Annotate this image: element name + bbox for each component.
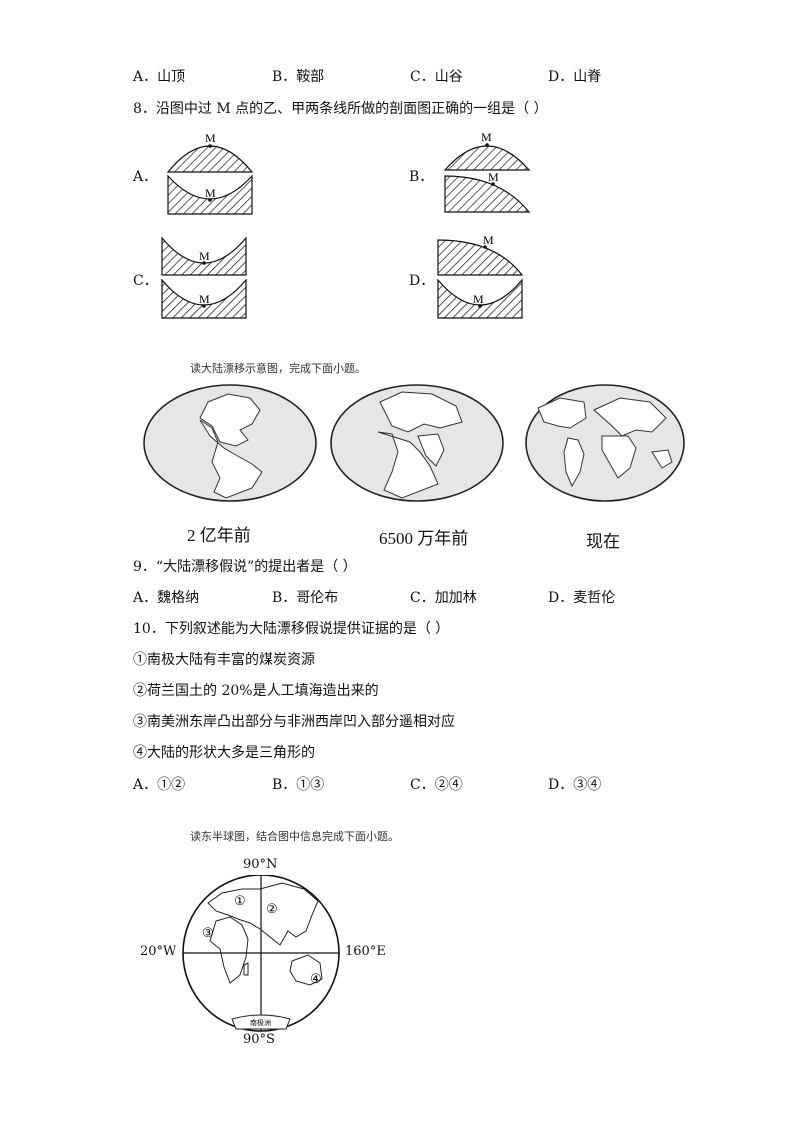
q8-label-c: C． — [133, 273, 158, 289]
hemisphere-caption: 读东半球图，结合图中信息完成下面小题。 — [190, 830, 399, 843]
svg-text:②: ② — [266, 901, 278, 916]
q7-option-c: C．山谷 — [410, 69, 463, 85]
antarctica-label: 南极洲 — [250, 1018, 271, 1027]
eastern-hemisphere-map: ① ② ③ ④ 南极洲 — [182, 875, 340, 1032]
q10-item-4: ④大陆的形状大多是三角形的 — [133, 745, 315, 761]
q10-option-c: C．②④ — [410, 777, 463, 793]
profile-c-top — [161, 236, 247, 276]
profile-c-bottom — [161, 278, 247, 319]
label-90n: 90°N — [243, 857, 278, 872]
svg-text:M: M — [481, 130, 492, 144]
q9-option-d: D．麦哲伦 — [548, 590, 616, 606]
svg-text:①: ① — [234, 893, 246, 908]
q10-item-2: ②荷兰国土的 20%是人工填海造出来的 — [133, 683, 379, 699]
q10-question: 10．下列叙述能为大陆漂移假说提供证据的是（ ） — [133, 621, 450, 637]
q9-question: 9．“大陆漂移假说”的提出者是（ ） — [133, 559, 357, 575]
q10-option-a: A．①② — [133, 777, 186, 793]
svg-text:M: M — [199, 249, 210, 263]
profile-a-bottom — [167, 174, 253, 215]
label-160e: 160°E — [345, 944, 386, 959]
svg-text:M: M — [205, 186, 216, 200]
svg-text:M: M — [488, 170, 499, 184]
profile-a-top — [166, 145, 254, 173]
svg-text:M: M — [473, 292, 484, 306]
profile-d-bottom — [437, 278, 523, 319]
drift-label-present: 现在 — [586, 532, 620, 551]
q10-item-1: ①南极大陆有丰富的煤炭资源 — [133, 652, 315, 668]
q8-profile-figures: M M M M M M M M — [161, 130, 531, 319]
q8-label-a: A． — [133, 169, 158, 185]
q10-option-b: B．①③ — [272, 777, 325, 793]
drift-label-65ma: 6500 万年前 — [379, 529, 469, 548]
svg-text:M: M — [199, 292, 210, 306]
q8-question: 8．沿图中过 M 点的乙、甲两条线所做的剖面图正确的一组是（ ） — [133, 101, 548, 117]
continental-drift-figure — [143, 384, 685, 502]
svg-text:M: M — [483, 233, 494, 247]
svg-text:M: M — [205, 131, 216, 145]
svg-text:③: ③ — [202, 925, 214, 940]
q10-item-3: ③南美洲东岸凸出部分与非洲西岸凹入部分遥相对应 — [133, 714, 455, 730]
profile-d-top — [437, 239, 524, 276]
q8-label-b: B． — [409, 169, 434, 185]
q9-option-c: C．加加林 — [410, 590, 477, 606]
profile-b-top — [443, 145, 531, 171]
svg-text:④: ④ — [310, 971, 322, 986]
drift-caption: 读大陆漂移示意图，完成下面小题。 — [190, 362, 366, 375]
profile-b-bottom — [444, 175, 531, 213]
label-20w: 20°W — [140, 944, 177, 959]
q7-option-d: D．山脊 — [548, 69, 602, 85]
q9-option-a: A．魏格纳 — [133, 590, 200, 606]
label-90s: 90°S — [243, 1032, 275, 1047]
q9-option-b: B．哥伦布 — [272, 590, 339, 606]
q7-option-a: A．山顶 — [133, 69, 186, 85]
q10-option-d: D．③④ — [548, 777, 602, 793]
drift-label-200ma: 2 亿年前 — [187, 526, 251, 545]
q7-option-b: B．鞍部 — [272, 69, 325, 85]
q8-label-d: D． — [409, 273, 435, 289]
